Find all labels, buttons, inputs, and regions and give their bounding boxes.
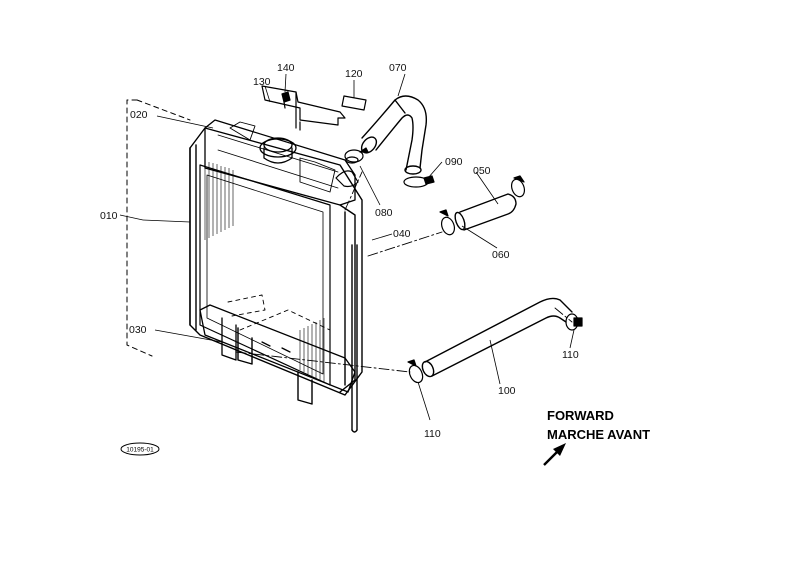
pipe-100 xyxy=(421,297,573,378)
radiator-cap xyxy=(259,137,297,164)
label-020: 020 xyxy=(130,109,148,121)
label-010: 010 xyxy=(100,210,118,222)
reference-code: 10195-01 xyxy=(126,447,154,454)
label-130: 130 xyxy=(253,76,271,88)
upper-neck xyxy=(335,170,359,188)
label-030: 030 xyxy=(129,324,147,336)
label-140: 140 xyxy=(277,62,295,74)
direction-label-fr: MARCHE AVANT xyxy=(547,427,650,442)
label-110-right: 110 xyxy=(562,349,579,361)
hose-clamp-080 xyxy=(344,147,369,164)
label-100: 100 xyxy=(498,385,516,397)
hose-clamp-110-a xyxy=(407,359,424,384)
label-080: 080 xyxy=(375,207,393,219)
hidden-lines xyxy=(227,294,331,331)
radiator-core xyxy=(189,127,363,433)
label-040: 040 xyxy=(393,228,411,240)
assembly-bracket xyxy=(126,99,191,357)
core-fins-left xyxy=(204,160,234,240)
label-070: 070 xyxy=(389,62,407,74)
label-050: 050 xyxy=(473,165,491,177)
hose-clamp-060-a xyxy=(439,209,456,236)
core-fins-bottom xyxy=(299,318,325,382)
hose-clamp-110-b xyxy=(565,313,583,331)
label-060: 060 xyxy=(492,249,510,261)
direction-label-en: FORWARD xyxy=(547,408,614,423)
plate-120 xyxy=(341,95,367,111)
top-tank xyxy=(204,119,356,206)
centerlines xyxy=(235,171,573,373)
hose-clamp-060-b xyxy=(510,175,526,198)
bottom-tank xyxy=(199,304,356,393)
leader-lines xyxy=(119,73,575,421)
label-110-lower: 110 xyxy=(424,428,441,440)
forward-arrow-icon xyxy=(543,443,566,466)
bolt-140 xyxy=(281,91,291,109)
reference-badge: 10195-01 xyxy=(120,442,160,456)
stay-bracket xyxy=(261,85,346,131)
label-090: 090 xyxy=(445,156,463,168)
upper-hose xyxy=(360,95,428,175)
label-120: 120 xyxy=(345,68,363,80)
lower-hose-050 xyxy=(454,193,517,231)
hose-clamp-090 xyxy=(403,175,435,188)
